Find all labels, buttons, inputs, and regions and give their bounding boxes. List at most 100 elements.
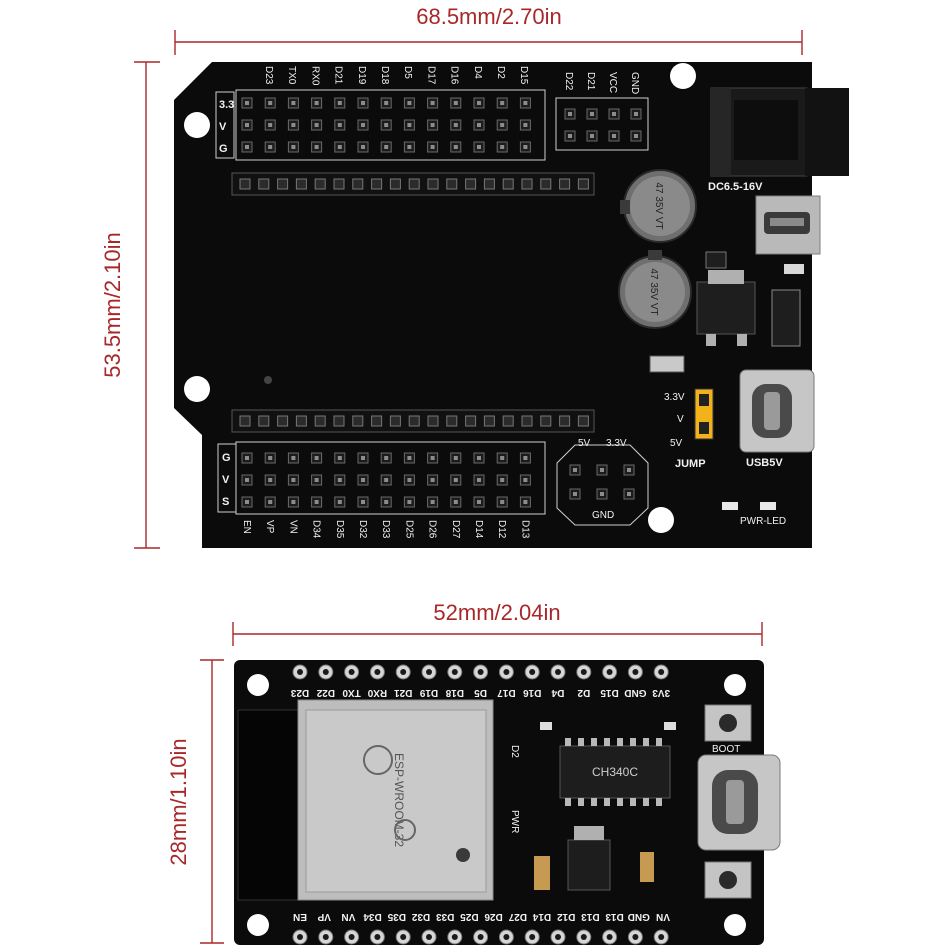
header-pin-core	[568, 134, 572, 138]
pin-label: VN	[341, 911, 355, 922]
header-pin-core	[634, 134, 638, 138]
boot-button[interactable]	[704, 704, 752, 742]
socket	[483, 178, 495, 190]
pin-hole	[348, 669, 355, 675]
pin-label: D17	[497, 687, 516, 698]
devboard-height-label: 28mm/1.10in	[166, 738, 191, 865]
pin-label: D18	[445, 687, 464, 698]
pin-label: D4	[472, 66, 483, 79]
pin-label: VCC	[607, 72, 618, 93]
row-label: S	[222, 496, 229, 508]
pin-hole	[451, 669, 458, 675]
header-pin-core	[600, 492, 604, 496]
smd-component	[784, 264, 804, 274]
header-pin-core	[361, 123, 365, 127]
header-pin-core	[500, 500, 505, 504]
header-pin-core	[291, 101, 296, 105]
micro-usb-port	[755, 195, 821, 255]
d2-label: D2	[509, 745, 520, 758]
socket	[314, 178, 326, 190]
header-pin-core	[337, 456, 342, 460]
pin-label: D22	[563, 72, 574, 91]
pin-label: D5	[474, 687, 487, 698]
header-pin-core	[291, 500, 296, 504]
pin-hole	[529, 934, 536, 940]
header-pin-core	[500, 145, 505, 149]
female-header-top	[239, 178, 589, 190]
pin-label: D22	[316, 687, 335, 698]
header-pin-core	[430, 478, 435, 482]
socket	[389, 415, 401, 427]
socket	[258, 178, 270, 190]
socket	[540, 178, 552, 190]
devboard-width-label: 52mm/2.04in	[433, 600, 560, 625]
smd-component	[705, 251, 727, 269]
capacitor-label: 47 35V VT	[648, 268, 659, 315]
pin-label: D26	[427, 520, 438, 539]
header-pin-core	[453, 123, 458, 127]
header-pin-core	[500, 123, 505, 127]
pin-label: D19	[356, 66, 367, 85]
chip-pin	[591, 738, 597, 746]
pin-label: D35	[387, 911, 406, 922]
pin-hole	[529, 669, 536, 675]
header-pin-core	[268, 456, 273, 460]
chip-pin	[630, 738, 636, 746]
smd-component	[534, 856, 550, 890]
pin-label: D13	[581, 911, 600, 922]
pin-label: D21	[585, 72, 596, 91]
row-label: G	[219, 143, 228, 155]
header-pin-core	[268, 145, 273, 149]
header-pin-core	[453, 101, 458, 105]
header-pin-core	[612, 112, 616, 116]
pin-label: TX0	[342, 687, 361, 698]
power-header-5v-label: 5V	[578, 438, 591, 449]
header-pin-core	[477, 500, 481, 504]
pin-label: VP	[264, 520, 275, 534]
pin-label: D15	[518, 66, 529, 85]
power-led	[722, 502, 738, 510]
header-pin-core	[245, 101, 249, 105]
pin-label: D16	[449, 66, 460, 85]
mounting-hole	[648, 507, 674, 533]
header-pin-core	[337, 500, 342, 504]
header-pin-core	[384, 145, 389, 149]
header-pin-core	[453, 456, 458, 460]
header-pin-core	[523, 145, 528, 149]
socket	[540, 415, 552, 427]
header-pin-core	[430, 500, 435, 504]
header-pin-core	[430, 123, 435, 127]
header-pin-core	[627, 492, 631, 496]
power-header	[569, 464, 635, 500]
header-pin-core	[500, 456, 505, 460]
smd-component	[760, 502, 776, 510]
pin-label: D12	[496, 520, 507, 539]
module-label: ESP-WROOM-32	[392, 753, 406, 847]
header-pin-core	[245, 123, 249, 127]
socket	[371, 178, 383, 190]
header-pin-core	[523, 123, 528, 127]
pin-label: D18	[379, 66, 390, 85]
pin-hole	[426, 669, 432, 675]
reset-button[interactable]	[704, 861, 752, 899]
pin-hole	[400, 934, 407, 940]
socket	[502, 415, 514, 427]
header-pin-core	[291, 145, 296, 149]
pin-hole	[322, 934, 329, 940]
header-pin-core	[337, 145, 342, 149]
header-pin-core	[337, 478, 342, 482]
power-header-gnd-label: GND	[592, 510, 614, 521]
pin-hole	[580, 669, 587, 675]
pin-label: EN	[241, 520, 252, 534]
devboard-bottom-pins	[292, 929, 669, 945]
devboard-top-pins	[292, 664, 669, 680]
female-header-bottom	[239, 415, 589, 427]
dc-power-jack	[710, 87, 849, 177]
socket	[295, 178, 307, 190]
row-label: V	[219, 121, 227, 133]
pin-hole	[555, 669, 561, 675]
row-label: G	[222, 452, 231, 464]
pin-label: D2	[495, 66, 506, 79]
chip-pin	[565, 798, 571, 806]
